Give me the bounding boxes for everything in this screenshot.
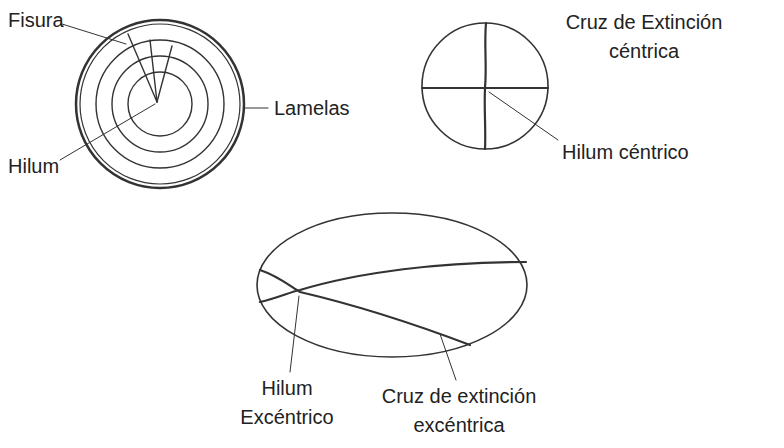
callout-label: Hilum	[8, 152, 59, 181]
leader-line	[290, 296, 299, 372]
granule-outline	[257, 213, 527, 357]
callout-label: Fisura	[8, 6, 64, 35]
leader-line	[62, 24, 126, 44]
lamella-ring	[128, 72, 192, 136]
extinction-cross	[485, 23, 486, 149]
fissure-line	[128, 34, 157, 102]
granule-outline	[76, 20, 244, 188]
leader-line	[440, 334, 456, 380]
leader-line	[245, 108, 268, 109]
fissure-line	[157, 46, 172, 102]
fissure-line	[150, 40, 157, 102]
callout-label: Lamelas	[274, 94, 350, 123]
callout-label: Cruz de Extinción céntrica	[555, 8, 733, 66]
extinction-cross	[260, 262, 526, 302]
lamella-ring	[112, 56, 208, 152]
leader-line	[60, 104, 155, 160]
extinction-cross	[260, 270, 470, 345]
leader-line	[489, 92, 558, 140]
callout-label: Hilum céntrico	[562, 138, 689, 167]
callout-label: Hilum Excéntrico	[228, 374, 346, 432]
callout-label: Cruz de extinción excéntrica	[368, 382, 550, 440]
lamella-ring	[96, 40, 224, 168]
granule-outline	[422, 23, 548, 149]
granule-outline	[80, 24, 240, 184]
